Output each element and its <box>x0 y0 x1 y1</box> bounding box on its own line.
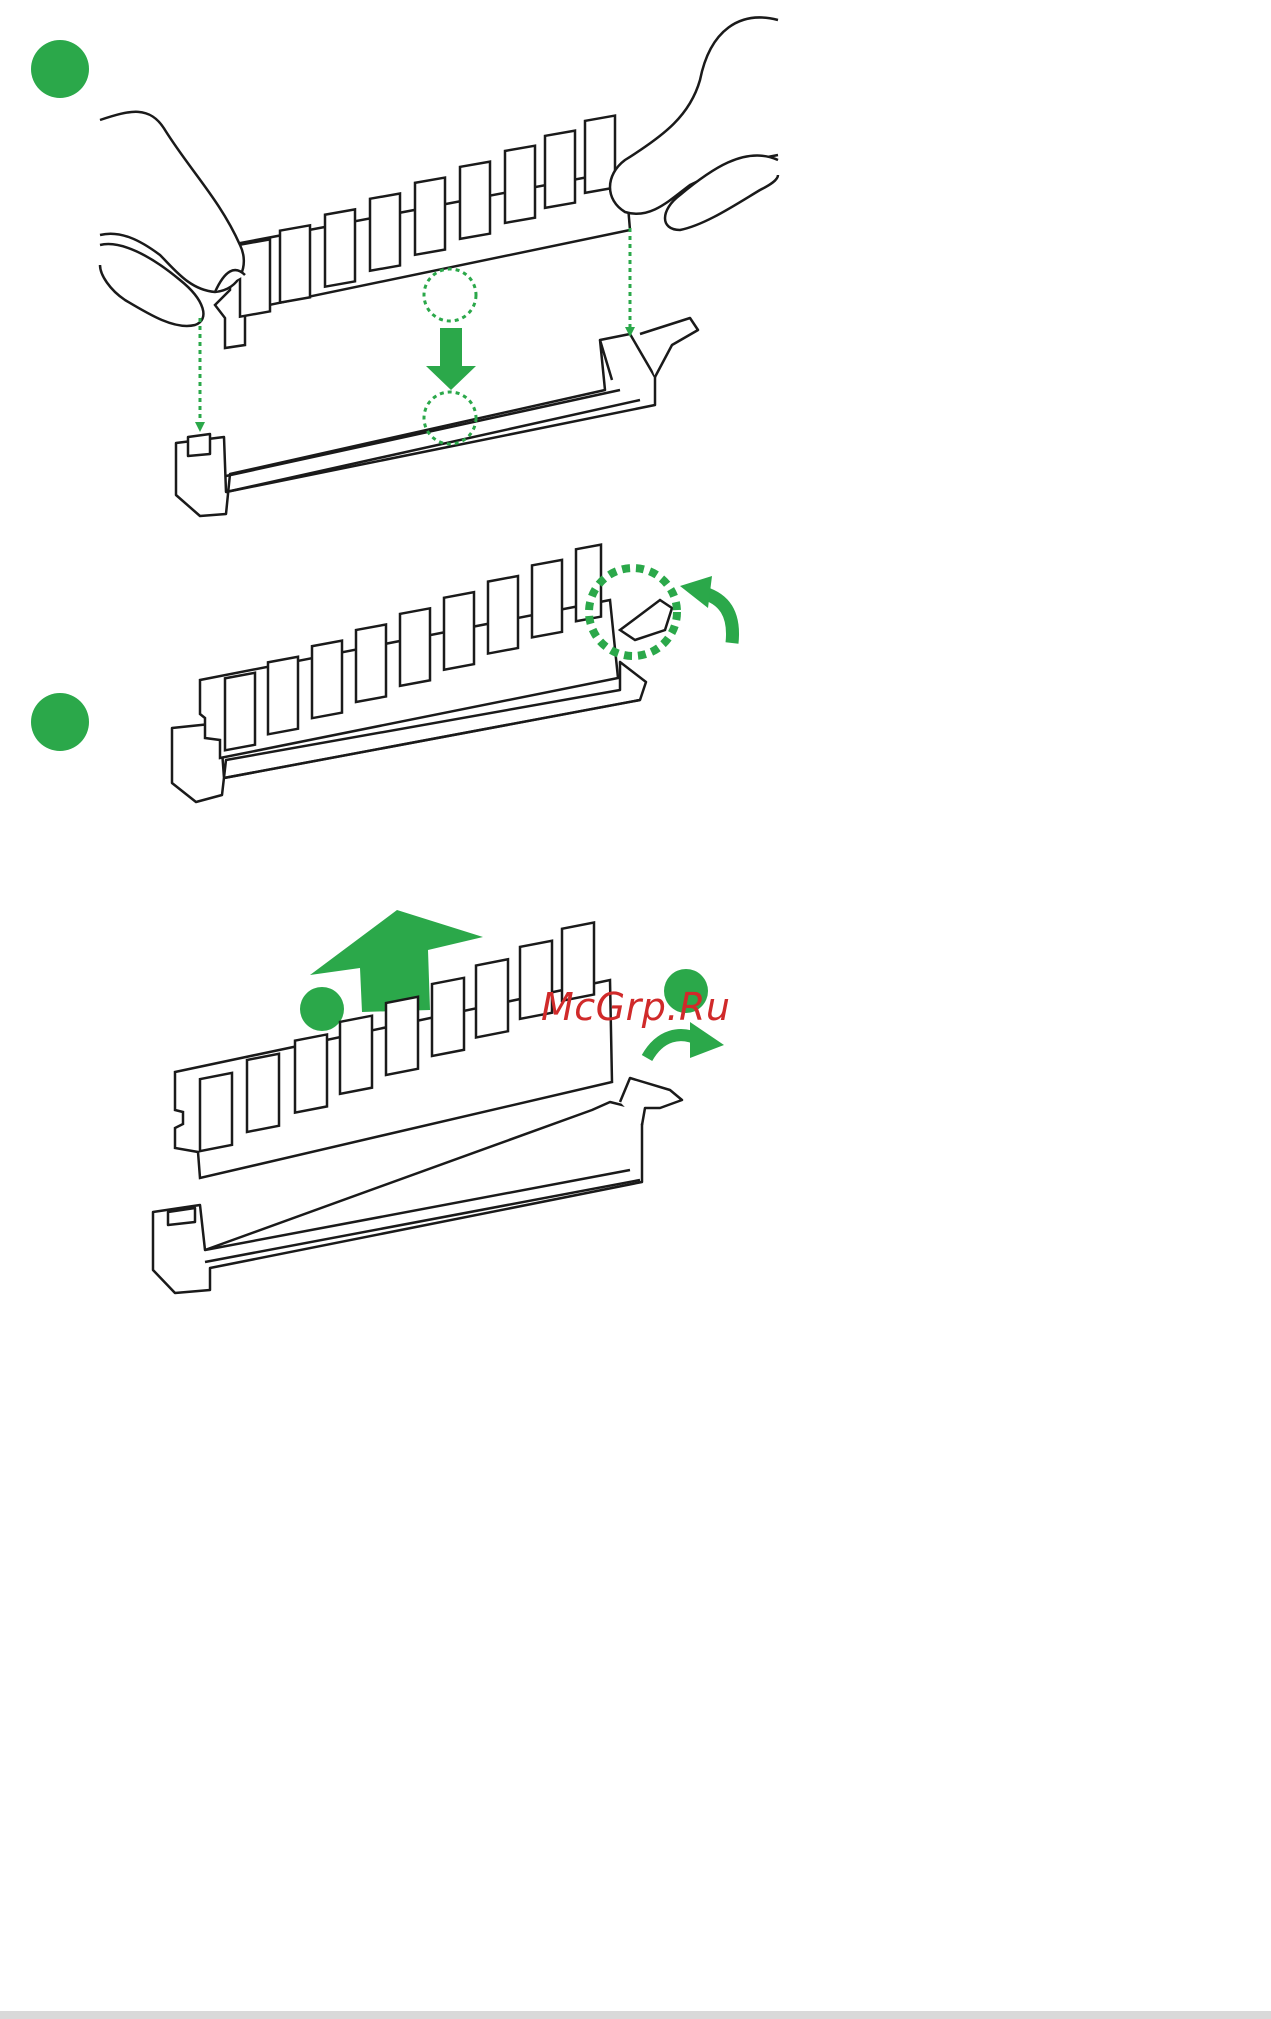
remove-figure <box>153 910 724 1293</box>
step-a-marker <box>300 987 344 1031</box>
footer-bar <box>0 2011 1271 2019</box>
right-hand <box>610 18 778 231</box>
step-1-marker <box>31 40 89 98</box>
retaining-clip <box>620 600 672 640</box>
lock-figure <box>31 545 733 802</box>
dimm-slot-1 <box>176 318 698 516</box>
step-2-marker <box>31 693 89 751</box>
install-figure <box>31 18 778 517</box>
memory-module-1 <box>215 116 630 348</box>
clip-arrow <box>680 576 733 643</box>
memory-module-2 <box>200 545 618 758</box>
left-hand <box>100 112 245 326</box>
watermark-text: McGrp.Ru <box>541 985 730 1029</box>
